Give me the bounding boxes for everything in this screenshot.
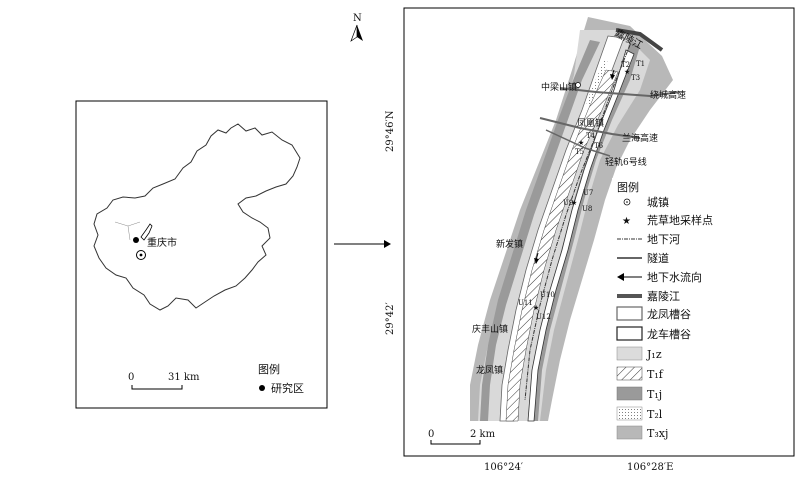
jialing-river bbox=[615, 28, 664, 52]
detail-scale-end: 2 km bbox=[470, 429, 496, 440]
sample-label: T5 bbox=[575, 148, 584, 156]
unit-T1f bbox=[505, 69, 619, 422]
sample-label: T3 bbox=[631, 74, 640, 82]
town-icon bbox=[575, 82, 581, 88]
legend-label: T₃xj bbox=[647, 427, 668, 440]
legend-label: T₁f bbox=[647, 368, 664, 381]
overview-map: 重庆市 0 31 km 图例 研究区 bbox=[75, 100, 328, 409]
sample-star-legend-icon: ★ bbox=[622, 216, 631, 227]
underground-river-1 bbox=[524, 44, 631, 401]
town-label-qingfengshan: 庆丰山镇 bbox=[472, 323, 508, 335]
unit-T2l bbox=[586, 60, 608, 105]
town-label-zhongliangshan: 中梁山镇 bbox=[541, 81, 577, 93]
legend-row-longfeng: 龙凤槽谷 bbox=[616, 306, 691, 321]
north-arrow-label: N bbox=[353, 13, 362, 24]
town-markers: 中梁山镇 凤凰镇 新发镇 庆丰山镇 龙凤镇 bbox=[472, 81, 604, 376]
sample-points: ★ T2 T1 T3 ★ T4 T5 T6 ★ U7 U8 U9 ★ U10 U… bbox=[518, 60, 645, 321]
detail-scale-start: 0 bbox=[428, 429, 434, 440]
road-label-light-rail: 轻轨6号线 bbox=[605, 156, 647, 168]
overview-scale-end: 31 km bbox=[168, 372, 200, 383]
detail-map: 嘉陵江 中梁山镇 凤凰镇 新发镇 庆丰山镇 龙凤镇 绕城高速 兰海高速 轻轨6号… bbox=[385, 7, 795, 473]
sample-label: U9 bbox=[563, 199, 573, 207]
sample-label: U7 bbox=[583, 189, 593, 197]
road-label-lanhai: 兰海高速 bbox=[622, 132, 658, 144]
sample-label: U11 bbox=[518, 299, 533, 307]
town-label-xinfa: 新发镇 bbox=[496, 238, 523, 250]
sample-star-icon: ★ bbox=[533, 304, 539, 312]
town-label-fenghuang: 凤凰镇 bbox=[577, 117, 604, 129]
sample-label: U8 bbox=[582, 205, 592, 213]
town-label-longfeng: 龙凤镇 bbox=[476, 364, 503, 376]
overview-scale-start: 0 bbox=[128, 372, 134, 383]
legend-label: T₁j bbox=[647, 388, 662, 401]
chongqing-boundary bbox=[93, 123, 301, 311]
sample-label: T6 bbox=[594, 142, 604, 150]
flow-arrow-icon bbox=[617, 273, 624, 281]
legend-row-tunnel: 隧道 bbox=[617, 251, 669, 265]
legend-row-T1f: T₁f bbox=[616, 366, 664, 381]
legend-label: 龙凤槽谷 bbox=[647, 308, 691, 321]
legend-row-sample: ★ 荒草地采样点 bbox=[622, 213, 713, 227]
ring-expressway bbox=[559, 87, 681, 98]
legend-row-river: 嘉陵江 bbox=[617, 289, 680, 303]
legend-label: J₁z bbox=[646, 348, 662, 361]
legend-label: 城镇 bbox=[647, 195, 669, 209]
legend-row-underground-river: 地下河 bbox=[617, 233, 680, 246]
legend-row-T2l: T₂l bbox=[616, 406, 663, 421]
sample-star-icon: ★ bbox=[571, 199, 577, 207]
overview-legend-item: 研究区 bbox=[271, 381, 304, 395]
detail-scale-bar: 0 2 km bbox=[428, 429, 496, 445]
lat-label-1: 29°46′N bbox=[385, 110, 396, 152]
legend-row-T3xj: T₃xj bbox=[616, 425, 668, 440]
detail-legend: 图例 城镇 ★ 荒草地采样点 地下河 隧道 地下水流向 bbox=[612, 178, 790, 444]
sample-star-icon: ★ bbox=[624, 68, 630, 76]
sample-label: T1 bbox=[636, 60, 645, 68]
legend-row-longche: 龙车槽谷 bbox=[616, 326, 691, 341]
unit-T1j-east bbox=[528, 40, 640, 421]
legend-row-flow: 地下水流向 bbox=[617, 270, 702, 284]
study-area-legend-icon bbox=[259, 385, 265, 391]
sample-label: T2 bbox=[621, 61, 630, 69]
sample-star-icon: ★ bbox=[578, 139, 584, 147]
lanhai-expressway bbox=[539, 117, 641, 139]
study-area-point bbox=[133, 237, 139, 243]
legend-row-town: 城镇 bbox=[623, 195, 669, 209]
lon-label-1: 106°24′ bbox=[484, 462, 524, 473]
connector-arrow bbox=[334, 240, 391, 248]
legend-label: 嘉陵江 bbox=[647, 289, 680, 303]
north-arrow-icon: N bbox=[350, 13, 363, 42]
sample-label: T4 bbox=[586, 132, 596, 140]
road-label-ring: 绕城高速 bbox=[650, 89, 686, 101]
legend-title: 图例 bbox=[617, 180, 639, 194]
sample-label: U12 bbox=[536, 313, 551, 321]
legend-label: 地下水流向 bbox=[647, 270, 702, 284]
legend-label: T₂l bbox=[647, 408, 663, 421]
longche-valley bbox=[527, 49, 635, 422]
sample-label: U10 bbox=[540, 291, 555, 299]
lat-label-2: 29°42′ bbox=[385, 302, 396, 335]
legend-row-J1z: J₁z bbox=[616, 346, 662, 361]
city-label: 重庆市 bbox=[147, 236, 177, 249]
light-rail-6 bbox=[545, 129, 611, 157]
legend-label: 龙车槽谷 bbox=[647, 327, 691, 341]
overview-legend-title: 图例 bbox=[258, 362, 280, 376]
legend-label: 地下河 bbox=[647, 233, 680, 246]
lon-label-2: 106°28′E bbox=[627, 462, 673, 473]
overview-scale-bar: 0 31 km bbox=[128, 372, 200, 390]
legend-label: 荒草地采样点 bbox=[647, 213, 713, 227]
legend-row-T1j: T₁j bbox=[616, 386, 662, 401]
study-area-outline bbox=[140, 223, 153, 241]
legend-label: 隧道 bbox=[647, 251, 669, 265]
